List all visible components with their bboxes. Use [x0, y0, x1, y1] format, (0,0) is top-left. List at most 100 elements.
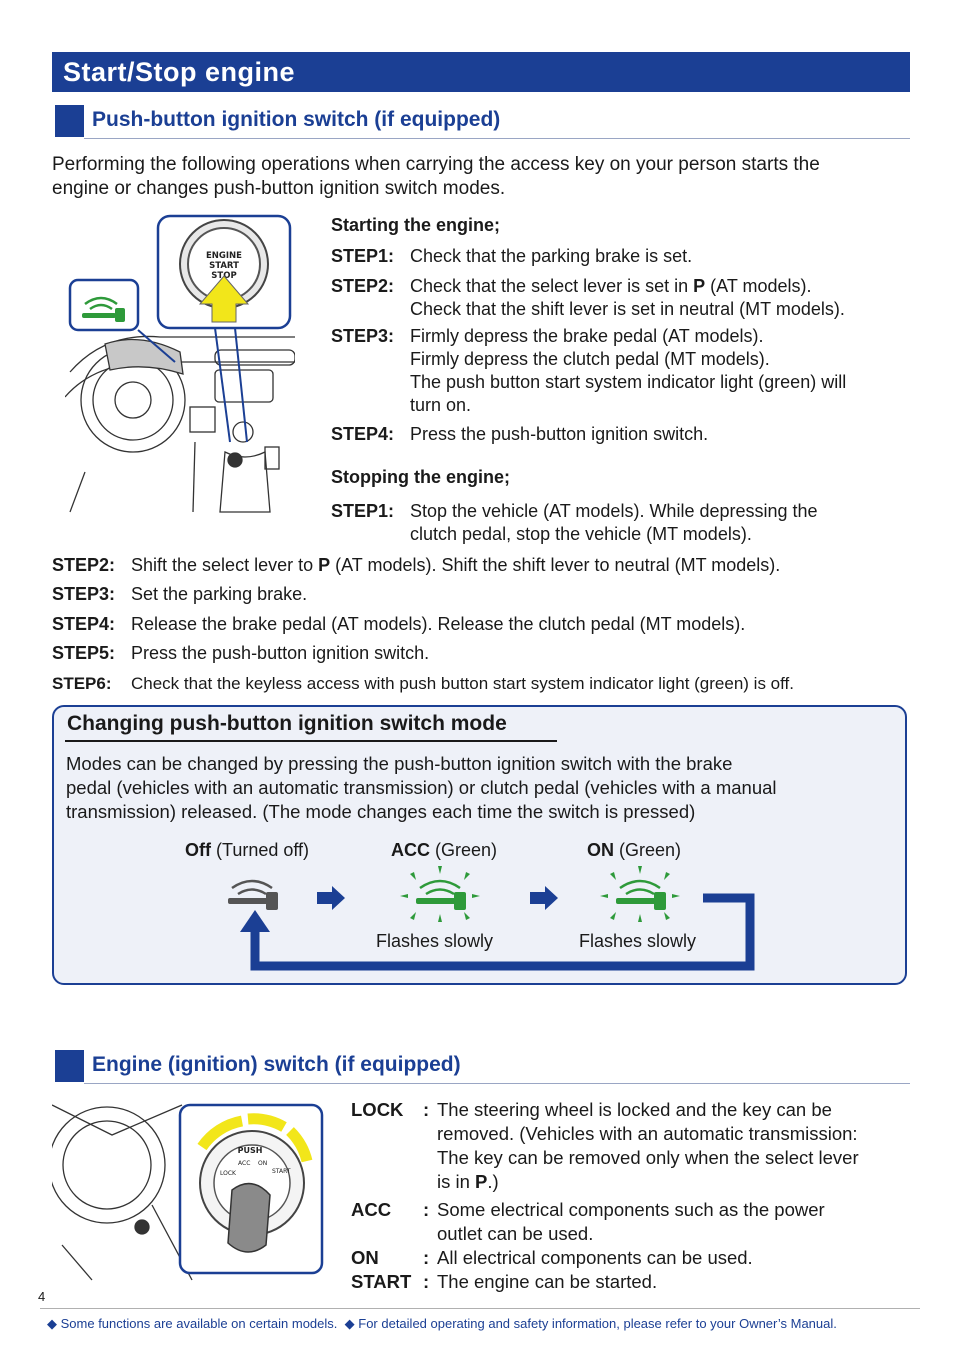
- step-label: STEP3:: [331, 326, 395, 346]
- press-arrow-icon: [198, 275, 250, 323]
- mode-label-acc: ACC (Green): [391, 840, 498, 860]
- indicator-off-icon: [228, 879, 278, 910]
- position-on: ON : All electrical components can be us…: [351, 1246, 921, 1270]
- position-text: The steering wheel is locked and the key…: [437, 1099, 832, 1120]
- footer-notes: ◆ Some functions are available on certai…: [47, 1316, 837, 1332]
- mode-label-on: ON (Green): [587, 840, 682, 860]
- position-colon: :: [423, 1099, 430, 1120]
- position-start: START : The engine can be started.: [351, 1270, 921, 1294]
- position-text: The engine can be started.: [437, 1271, 658, 1292]
- position-colon: :: [423, 1199, 430, 1220]
- diamond-icon: ◆: [47, 1316, 57, 1331]
- mode-box-title-rule: [65, 740, 557, 742]
- section-heading-text: Push-button ignition switch (if equipped…: [92, 108, 501, 131]
- page-number: 4: [38, 1289, 46, 1304]
- start-step-2: STEP2: Check that the select lever is se…: [331, 275, 911, 321]
- step-text: Check that the shift lever is set in neu…: [410, 299, 845, 319]
- section-rule: [84, 138, 910, 139]
- step-label: STEP1:: [331, 246, 395, 266]
- section-marker: [55, 105, 84, 137]
- indicator-acc-flashing-icon: [400, 866, 480, 922]
- step-label: STEP2:: [331, 276, 395, 296]
- rotation-arrow-icon: [197, 1115, 244, 1151]
- position-label: ON: [351, 1247, 379, 1268]
- section-heading-push-button: Push-button ignition switch (if equipped…: [52, 105, 910, 139]
- intro-line-2: engine or changes push-button ignition s…: [52, 178, 506, 199]
- step-text: turn on.: [410, 395, 472, 415]
- position-text: removed. (Vehicles with an automatic tra…: [437, 1123, 858, 1144]
- section-heading-text: Engine (ignition) switch (if equipped): [92, 1053, 461, 1076]
- step-text: Check that the select lever is set in P …: [410, 276, 812, 296]
- push-button-illustration: ENGINE START STOP: [65, 214, 295, 513]
- step-label: STEP5:: [52, 643, 116, 663]
- mode-desc-line-2: pedal (vehicles with an automatic transm…: [66, 777, 777, 798]
- keyless-indicator-green-icon: [82, 296, 125, 322]
- mode-change-box: [52, 705, 907, 985]
- button-text-engine: ENGINE: [206, 251, 242, 261]
- position-label: START: [351, 1271, 412, 1292]
- arrow-right-icon: [317, 886, 345, 910]
- start-step-4: STEP4: Press the push-button ignition sw…: [331, 423, 911, 446]
- diamond-icon: ◆: [344, 1316, 355, 1331]
- footer-note-2: For detailed operating and safety inform…: [358, 1316, 837, 1331]
- step-text: Stop the vehicle (AT models). While depr…: [410, 501, 818, 521]
- step-label: STEP3:: [52, 584, 116, 604]
- mode-cycle-diagram: [228, 866, 755, 971]
- position-colon: :: [423, 1247, 430, 1268]
- start-step-1: STEP1: Check that the parking brake is s…: [331, 245, 911, 268]
- step-text: Check that the parking brake is set.: [410, 246, 693, 266]
- starting-heading: Starting the engine;: [331, 215, 501, 235]
- mode-box-title: Changing push-button ignition switch mod…: [67, 712, 507, 735]
- stop-step-1: STEP1: Stop the vehicle (AT models). Whi…: [331, 500, 911, 546]
- step-text: Press the push-button ignition switch.: [131, 643, 430, 663]
- step-text: Check that the keyless access with push …: [131, 674, 794, 693]
- position-acc: ACC : Some electrical components such as…: [351, 1198, 921, 1246]
- step-label: STEP1:: [331, 501, 395, 521]
- mode-desc-line-3: transmission) released. (The mode change…: [66, 801, 696, 822]
- step-text: clutch pedal, stop the vehicle (MT model…: [410, 524, 752, 544]
- position-text: All electrical components can be used.: [437, 1247, 753, 1268]
- rotation-arrow-icon: [286, 1127, 313, 1163]
- footer-note-1: Some functions are available on certain …: [60, 1316, 338, 1331]
- step-text: Press the push-button ignition switch.: [410, 424, 709, 444]
- page-title: Start/Stop engine: [52, 52, 910, 92]
- stop-step-5: STEP5: Press the push-button ignition sw…: [52, 642, 922, 665]
- arrow-up-icon: [240, 910, 270, 932]
- position-text: is in P.): [437, 1171, 499, 1192]
- step-text: Firmly depress the brake pedal (AT model…: [410, 326, 764, 346]
- step-text: Firmly depress the clutch pedal (MT mode…: [410, 349, 770, 369]
- stop-step-4: STEP4: Release the brake pedal (AT model…: [52, 613, 922, 636]
- step-text: Shift the select lever to P (AT models).…: [131, 555, 781, 575]
- key-icon: [227, 1182, 271, 1253]
- stopping-heading: Stopping the engine;: [331, 467, 510, 487]
- position-text: Some electrical components such as the p…: [437, 1199, 825, 1220]
- section-marker: [55, 1050, 84, 1082]
- step-label: STEP4:: [52, 614, 116, 634]
- position-text: outlet can be used.: [437, 1223, 594, 1244]
- step-text: Set the parking brake.: [131, 584, 308, 604]
- dial-label-push: PUSH: [238, 1146, 263, 1155]
- step-label: STEP6:: [52, 674, 112, 693]
- footer-rule: [40, 1308, 920, 1309]
- dial-label-on: ON: [258, 1160, 267, 1167]
- button-text-start: START: [209, 261, 239, 271]
- key-switch-illustration: PUSH LOCK ACC ON START: [52, 1103, 324, 1281]
- section-heading-key-switch: Engine (ignition) switch (if equipped): [52, 1050, 910, 1084]
- step-text: Release the brake pedal (AT models). Rel…: [131, 614, 746, 634]
- step-label: STEP4:: [331, 424, 395, 444]
- position-text: The key can be removed only when the sel…: [437, 1147, 859, 1168]
- position-label: ACC: [351, 1199, 392, 1220]
- position-label: LOCK: [351, 1099, 404, 1120]
- step-text: The push button start system indicator l…: [410, 372, 847, 392]
- return-loop-line: [250, 893, 755, 971]
- indicator-on-flashing-icon: [600, 866, 680, 922]
- arrow-right-icon: [530, 886, 558, 910]
- stop-step-3: STEP3: Set the parking brake.: [52, 583, 922, 606]
- dial-label-acc: ACC: [238, 1160, 250, 1167]
- section-rule: [84, 1083, 910, 1084]
- intro-line-1: Performing the following operations when…: [52, 154, 820, 175]
- step-label: STEP2:: [52, 555, 116, 575]
- dial-label-start: START: [272, 1168, 291, 1175]
- stop-step-2: STEP2: Shift the select lever to P (AT m…: [52, 554, 922, 577]
- rotation-arrow-icon: [247, 1113, 287, 1132]
